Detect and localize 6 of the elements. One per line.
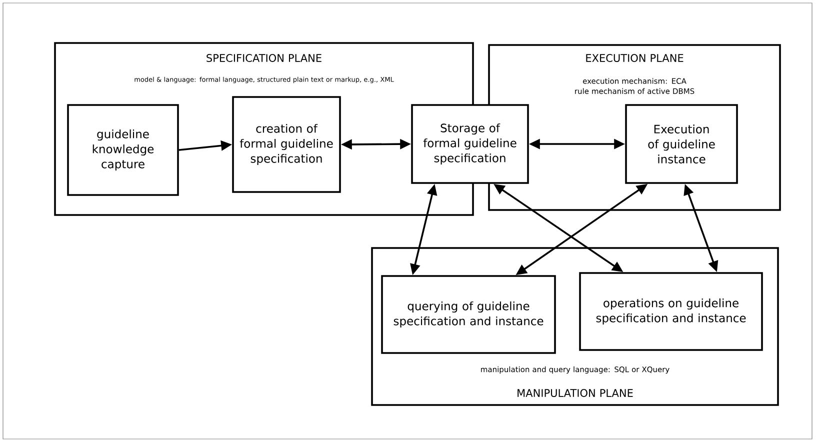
process-box: operations on guideline specification and instance xyxy=(579,272,763,351)
process-box: guideline knowledge capture xyxy=(67,104,179,196)
process-box: querying of guideline specification and instance xyxy=(381,275,556,354)
process-box: Execution of guideline instance xyxy=(625,104,738,184)
process-box: Storage of formal guideline specification xyxy=(411,104,529,184)
process-box: creation of formal guideline specification xyxy=(232,96,341,193)
